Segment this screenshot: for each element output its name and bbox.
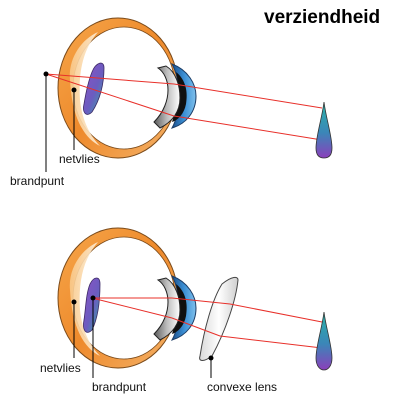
focal-point-label-corrected: brandpunt bbox=[92, 380, 147, 394]
focal-point-label: brandpunt bbox=[10, 174, 65, 188]
eyeball bbox=[57, 17, 179, 159]
retina bbox=[83, 62, 105, 115]
object-drop bbox=[315, 101, 333, 159]
diagram-title: verziendheid bbox=[264, 7, 380, 28]
bottom-diagram: netvlies brandpunt convexe lens bbox=[40, 227, 333, 394]
eye-lens bbox=[153, 65, 181, 129]
convex-lens-label: convexe lens bbox=[207, 380, 277, 394]
retina-label-corrected: netvlies bbox=[40, 361, 81, 375]
object-drop-corrected bbox=[315, 311, 333, 371]
retina-corrected bbox=[83, 277, 101, 333]
retina-label: netvlies bbox=[59, 152, 100, 166]
top-diagram: brandpunt netvlies bbox=[10, 17, 333, 188]
convex-lens bbox=[199, 276, 239, 361]
light-rays bbox=[45, 73, 323, 141]
light-rays-corrected bbox=[91, 297, 323, 349]
eye-lens-corrected bbox=[153, 277, 181, 341]
